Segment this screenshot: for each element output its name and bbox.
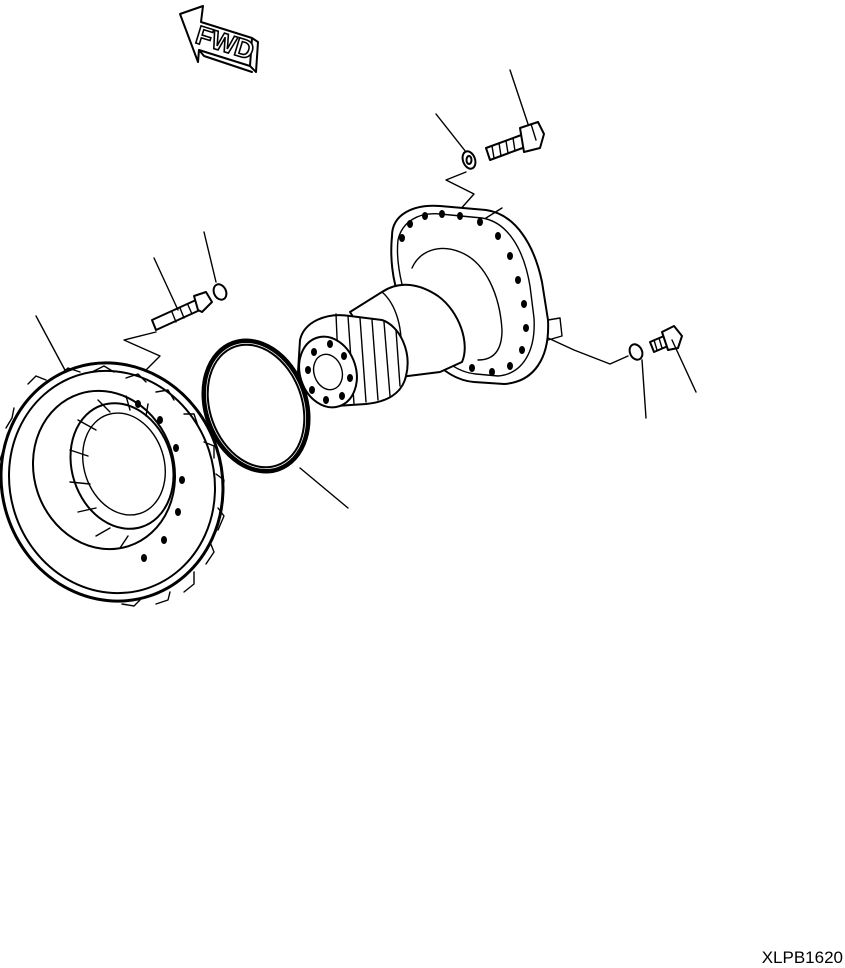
sprocket-bracket-line: [123, 331, 161, 379]
right-bolt: [649, 325, 697, 393]
sprocket-washer: [203, 231, 228, 301]
right-bracket-line: [547, 337, 629, 365]
figure-code: XLPB1620: [761, 948, 843, 967]
sprocket-bolt: [151, 257, 213, 331]
hub-washer: [435, 113, 477, 170]
sprocket: [0, 315, 225, 607]
right-washer: [628, 343, 647, 419]
hub-spindle: [297, 204, 563, 409]
o-ring: [201, 338, 349, 509]
fwd-arrow: FWD: [179, 5, 259, 73]
hub-bracket-line: [445, 171, 475, 213]
hub-bolt: [485, 69, 545, 161]
